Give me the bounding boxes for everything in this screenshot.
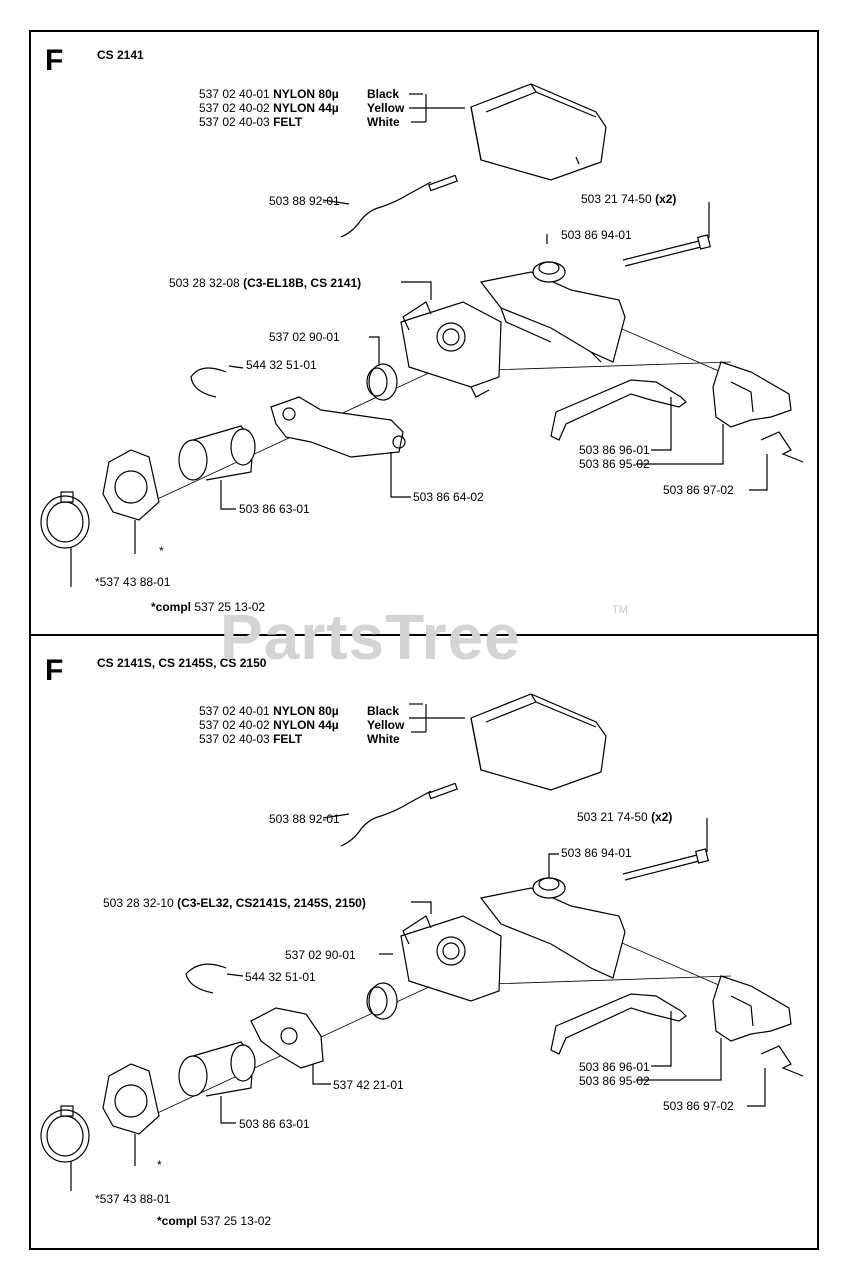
hose-clamp [40, 1105, 90, 1163]
rubber-boot [178, 425, 256, 481]
label-star: * [157, 1158, 162, 1172]
choke-holder [712, 975, 792, 1042]
label-wire: 503 88 92-01 [269, 812, 340, 826]
filter-row: 537 02 40-02 NYLON 44µ Yellow [199, 101, 405, 115]
flange [102, 1063, 160, 1135]
throttle-wire [340, 174, 458, 238]
air-filter-cover [470, 83, 607, 181]
label-clamp: *537 43 88-01 [95, 575, 171, 589]
label-boot: 503 86 63-01 [239, 1117, 310, 1131]
exploded-view-top [40, 83, 804, 587]
label-star: * [159, 544, 164, 558]
spring [760, 1045, 804, 1077]
flange [102, 449, 160, 521]
carburetor [400, 915, 502, 1002]
bolt [622, 848, 710, 881]
label-holder: 503 86 95-02 [579, 1074, 650, 1088]
ring [366, 363, 398, 401]
label-carburetor: 503 28 32-10 (C3-EL32, CS2141S, 2145S, 2… [103, 896, 366, 910]
label-spring: 503 86 97-02 [663, 483, 734, 497]
filter-row: 537 02 40-03 FELT White [199, 115, 400, 129]
label-ring: 537 02 90-01 [285, 948, 356, 962]
hose-clamp [40, 491, 90, 549]
label-spring: 503 86 97-02 [663, 1099, 734, 1113]
label-bracket: 537 42 21-01 [333, 1078, 404, 1092]
section-letter: F [45, 44, 64, 77]
label-bolt: 503 21 74-50 (x2) [577, 810, 673, 824]
label-choke: 503 86 96-01 [579, 1060, 650, 1074]
throttle-wire [340, 782, 458, 847]
choke-rod [550, 379, 687, 441]
label-compl: *compl 537 25 13-02 [151, 600, 266, 614]
label-compl: *compl 537 25 13-02 [157, 1214, 272, 1228]
filter-row: 537 02 40-03 FELT White [199, 732, 400, 746]
intake-manifold [479, 261, 626, 363]
air-filter-cover [470, 693, 607, 791]
ring [366, 982, 398, 1020]
panel-cs2141: F CS 2141 537 02 40-01 NYLON 80µ Black 5… [31, 32, 817, 632]
panel-cs2141s-2145s-2150: F CS 2141S, CS 2145S, CS 2150 537 02 40-… [31, 636, 817, 1248]
label-holder: 503 86 95-02 [579, 457, 650, 471]
bolt [622, 234, 712, 267]
label-intake: 503 86 94-01 [561, 846, 632, 860]
carburetor [400, 301, 502, 398]
watermark-tm: TM [612, 604, 628, 616]
label-wire: 503 88 92-01 [269, 194, 340, 208]
label-clip: 544 32 51-01 [245, 970, 316, 984]
carb-bracket [250, 1007, 324, 1069]
label-boot: 503 86 63-01 [239, 502, 310, 516]
label-clip: 544 32 51-01 [246, 358, 317, 372]
label-ring: 537 02 90-01 [269, 330, 340, 344]
filter-parts-list: 537 02 40-01 NYLON 80µ Black 537 02 40-0… [199, 87, 405, 129]
label-intake: 503 86 94-01 [561, 228, 632, 242]
model-label: CS 2141 [97, 48, 144, 62]
exploded-view-bottom [40, 693, 804, 1191]
carb-bracket [270, 396, 406, 458]
label-carburetor: 503 28 32-08 (C3-EL18B, CS 2141) [169, 276, 362, 290]
model-label: CS 2141S, CS 2145S, CS 2150 [97, 656, 267, 670]
section-divider [29, 634, 819, 636]
choke-rod [550, 993, 687, 1055]
diagram-frame [29, 30, 819, 1250]
choke-holder [712, 361, 792, 428]
intake-manifold [479, 877, 626, 979]
label-bolt: 503 21 74-50 (x2) [581, 192, 677, 206]
rubber-boot [178, 1041, 256, 1097]
snap-clip [185, 963, 227, 994]
label-choke: 503 86 96-01 [579, 443, 650, 457]
label-bracket: 503 86 64-02 [413, 490, 484, 504]
filter-parts-list: 537 02 40-01 NYLON 80µ Black 537 02 40-0… [199, 704, 405, 746]
filter-row: 537 02 40-01 NYLON 80µ Black [199, 87, 400, 101]
snap-clip [190, 367, 227, 398]
filter-row: 537 02 40-01 NYLON 80µ Black [199, 704, 400, 718]
label-clamp: *537 43 88-01 [95, 1192, 171, 1206]
spring [760, 431, 804, 463]
section-letter: F [45, 654, 64, 687]
filter-row: 537 02 40-02 NYLON 44µ Yellow [199, 718, 405, 732]
